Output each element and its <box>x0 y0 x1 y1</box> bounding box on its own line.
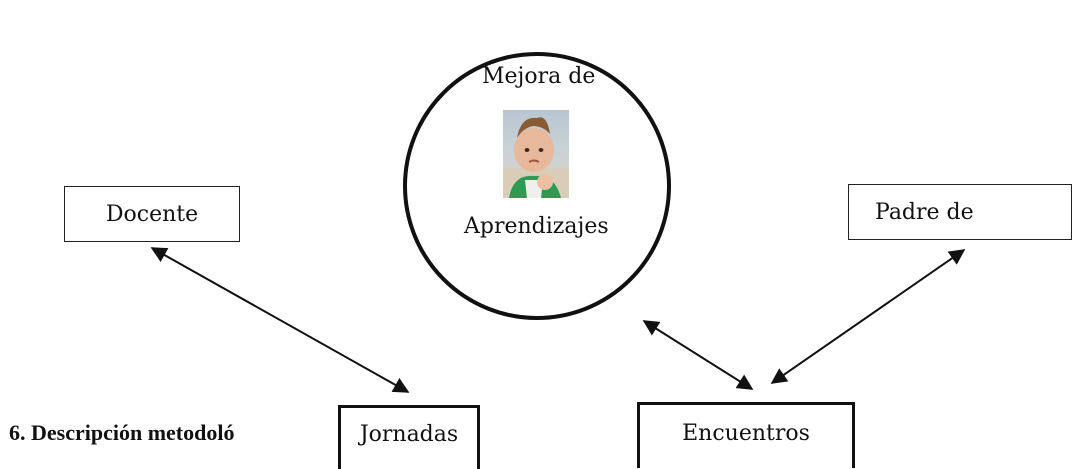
node-docente-label: Docente <box>105 201 199 227</box>
node-encuentros: Encuentros <box>637 402 855 468</box>
arrow-docente-jornadas <box>150 247 410 393</box>
arrow-padre-encuentros <box>770 249 966 384</box>
baby-fist-photo-icon <box>503 110 569 198</box>
circle-title: Mejora de <box>482 64 596 89</box>
node-encuentros-label: Encuentros <box>682 421 810 446</box>
node-jornadas: Jornadas <box>338 405 480 469</box>
node-padre-label: Padre de <box>875 199 974 225</box>
arrow-circle-encuentros <box>642 320 754 390</box>
section-heading: 6. Descripción metodoló <box>9 420 235 445</box>
node-docente: Docente <box>64 186 240 242</box>
circle-subtitle: Aprendizajes <box>464 214 609 239</box>
node-jornadas-label: Jornadas <box>359 422 459 447</box>
node-padre: Padre de <box>848 184 1072 240</box>
center-circle <box>403 52 671 320</box>
